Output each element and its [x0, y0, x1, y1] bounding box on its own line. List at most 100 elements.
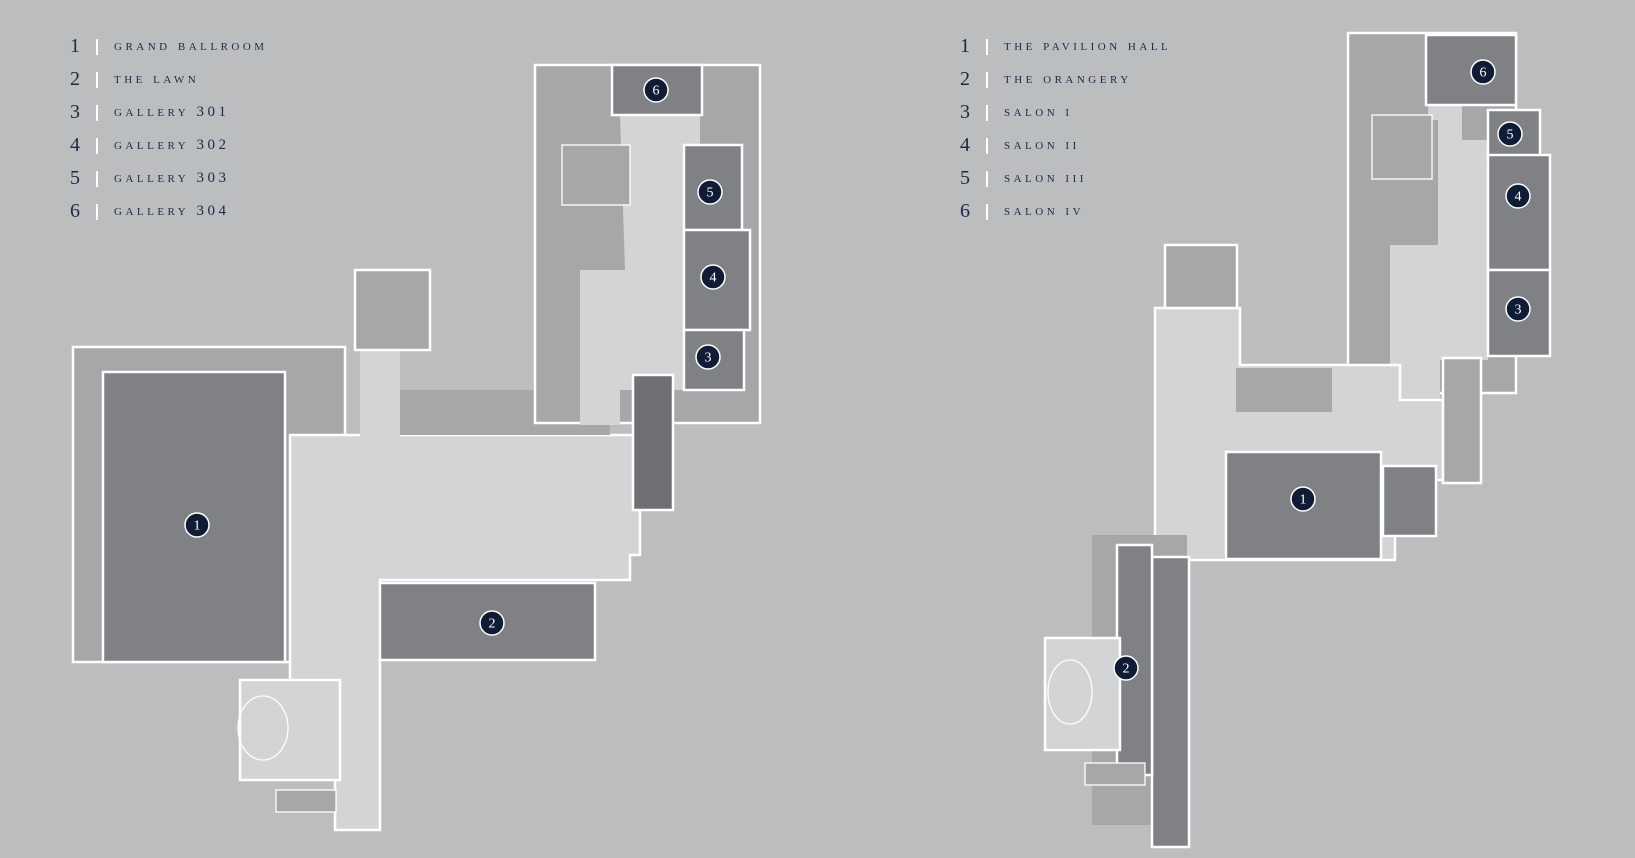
svg-text:4: 4	[710, 271, 717, 286]
legend-item-gallery-301: 3 GALLERY 301	[70, 96, 268, 129]
legend-number: 1	[960, 35, 970, 57]
svg-text:2: 2	[1123, 662, 1130, 677]
marker-2-left: 2	[479, 610, 505, 636]
legend-label: SALON I	[1004, 104, 1073, 120]
marker-6-left: 6	[643, 77, 669, 103]
tower-corridor	[580, 115, 700, 425]
legend-label: GRAND BALLROOM	[114, 38, 268, 54]
right-service-strip	[1236, 368, 1332, 412]
restrooms-wall	[353, 268, 432, 352]
legend-number: 5	[70, 167, 80, 189]
stair-outline	[561, 144, 631, 206]
legend-label: GALLERY 304	[114, 203, 230, 219]
legend-label: GALLERY 303	[114, 170, 230, 186]
svg-text:6: 6	[1480, 66, 1487, 81]
right-stair-outline	[1371, 114, 1433, 180]
right-stair-block	[1372, 115, 1432, 179]
restrooms-block	[355, 270, 430, 350]
legend-divider	[96, 137, 98, 154]
legend-item-salon-ii: 4 SALON II	[960, 129, 1171, 162]
right-lift-block	[1085, 763, 1145, 785]
legend-divider	[986, 71, 988, 88]
legend-item-the-lawn: 2 THE LAWN	[70, 63, 268, 96]
legend-label: THE LAWN	[114, 71, 200, 87]
right-lift-outline	[1084, 762, 1146, 786]
legend-item-grand-ballroom: 1 GRAND BALLROOM	[70, 30, 268, 63]
legend-divider	[986, 104, 988, 121]
rotunda-ellipse	[237, 695, 289, 761]
marker-3-right: 3	[1505, 296, 1531, 322]
legend-number: 6	[70, 200, 80, 222]
legend-number: 1	[70, 35, 80, 57]
legend-item-salon-iii: 5 SALON III	[960, 162, 1171, 195]
service-room-wall	[631, 373, 675, 512]
rotunda-hall	[240, 680, 340, 780]
lift-block	[276, 790, 336, 812]
legend-number: 5	[960, 167, 970, 189]
svg-text:1: 1	[1300, 493, 1307, 508]
svg-text:5: 5	[707, 186, 714, 201]
legend-divider	[986, 203, 988, 220]
svg-text:2: 2	[489, 617, 496, 632]
right-rotunda-hall	[1045, 638, 1120, 750]
svg-text:1: 1	[194, 519, 201, 534]
room-the-lawn-wall	[378, 581, 597, 662]
marker-4-right: 4	[1505, 183, 1531, 209]
room-salon-i-wall	[1486, 268, 1552, 358]
legend-label: SALON III	[1004, 170, 1087, 186]
legend-divider	[96, 170, 98, 187]
svg-text:3: 3	[705, 351, 712, 366]
marker-1-right: 1	[1290, 486, 1316, 512]
legend-label: GALLERY 301	[114, 104, 230, 120]
legend-number: 4	[960, 134, 970, 156]
legend-right-plan: 1 THE PAVILION HALL 2 THE ORANGERY 3 SAL…	[960, 30, 1171, 228]
room-gallery-304-wall	[610, 63, 704, 117]
marker-4-left: 4	[700, 264, 726, 290]
legend-number: 4	[70, 134, 80, 156]
svg-text:4: 4	[1515, 190, 1522, 205]
legend-number: 3	[70, 101, 80, 123]
legend-number: 3	[960, 101, 970, 123]
marker-1-left: 1	[184, 512, 210, 538]
legend-left-plan: 1 GRAND BALLROOM 2 THE LAWN 3 GALLERY 30…	[70, 30, 268, 228]
right-restrooms	[1165, 245, 1237, 308]
right-side-service	[1443, 358, 1481, 483]
lift-outline	[275, 789, 337, 813]
legend-number: 6	[960, 200, 970, 222]
room-salon-iv-wall	[1424, 33, 1518, 107]
legend-divider	[96, 104, 98, 121]
legend-item-gallery-302: 4 GALLERY 302	[70, 129, 268, 162]
room-salon-ii	[1488, 155, 1550, 270]
legend-divider	[986, 170, 988, 187]
svg-text:6: 6	[653, 84, 660, 99]
marker-3-left: 3	[695, 344, 721, 370]
right-floor-plan: 1 2 3 4 5 6	[1043, 31, 1552, 849]
right-tower-corridor	[1390, 75, 1488, 400]
legend-item-pavilion-hall: 1 THE PAVILION HALL	[960, 30, 1171, 63]
right-annex-room-wall	[1381, 464, 1438, 538]
legend-divider	[96, 203, 98, 220]
marker-6-right: 6	[1470, 59, 1496, 85]
main-corridor	[290, 435, 640, 830]
right-rotunda-ellipse	[1047, 659, 1093, 725]
legend-item-salon-iv: 6 SALON IV	[960, 195, 1171, 228]
service-room	[633, 375, 673, 510]
room-gallery-301-wall	[682, 328, 746, 392]
legend-label: SALON IV	[1004, 203, 1085, 219]
right-side-service-wall	[1441, 356, 1483, 485]
legend-number: 2	[70, 68, 80, 90]
legend-item-gallery-304: 6 GALLERY 304	[70, 195, 268, 228]
legend-label: GALLERY 302	[114, 137, 230, 153]
legend-item-gallery-303: 5 GALLERY 303	[70, 162, 268, 195]
legend-item-salon-i: 3 SALON I	[960, 96, 1171, 129]
legend-divider	[986, 137, 988, 154]
marker-5-right: 5	[1497, 121, 1523, 147]
room-grand-ballroom-wall	[101, 370, 287, 664]
legend-number: 2	[960, 68, 970, 90]
right-annex-room	[1383, 466, 1436, 536]
svg-text:5: 5	[1507, 128, 1514, 143]
legend-item-orangery: 2 THE ORANGERY	[960, 63, 1171, 96]
stair-block	[562, 145, 630, 205]
marker-2-right: 2	[1113, 655, 1139, 681]
legend-label: THE PAVILION HALL	[1004, 38, 1172, 54]
